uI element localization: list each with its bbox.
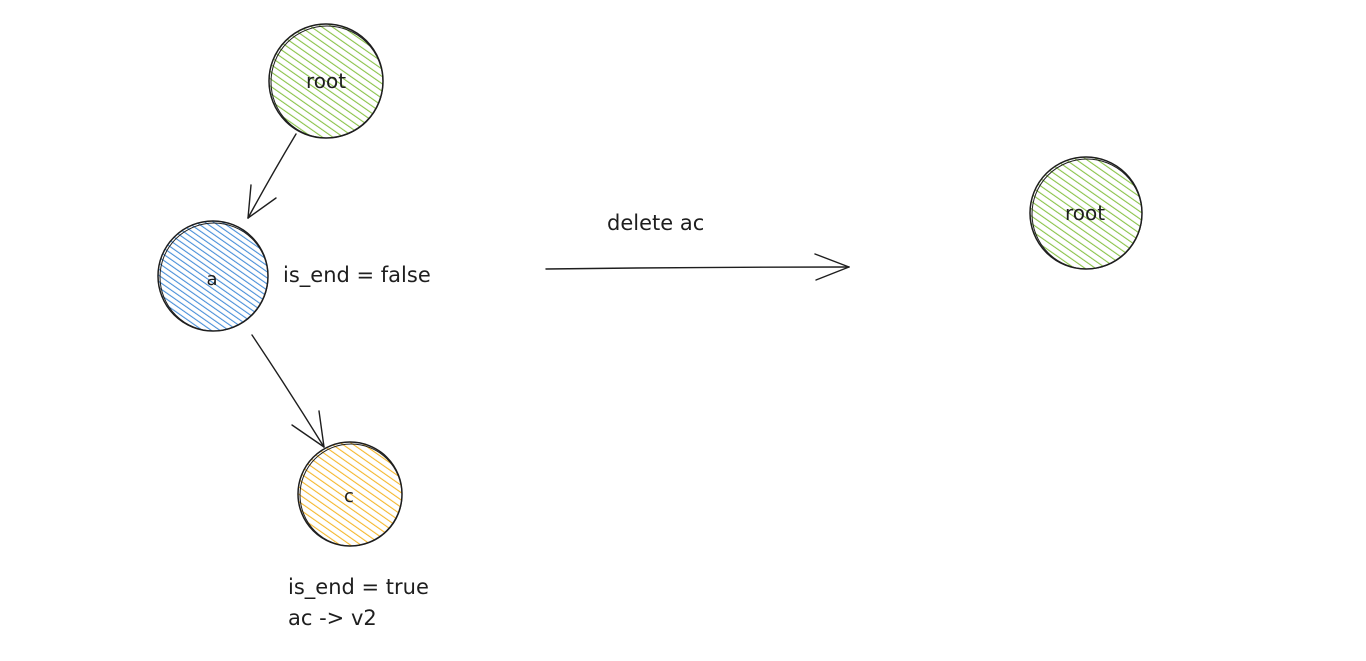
- edge-a-to-c: [251, 334, 325, 448]
- node-c: c: [297, 441, 403, 547]
- root-node-left-label: root: [306, 69, 346, 93]
- transition-arrow: [545, 253, 850, 281]
- node-a-is-end-label: is_end = false: [283, 263, 431, 287]
- root-node-right-label: root: [1065, 201, 1105, 225]
- node-a-label: a: [206, 269, 217, 290]
- node-a: a: [157, 220, 269, 332]
- node-c-label: c: [344, 486, 354, 507]
- root-node-left: root: [268, 23, 384, 139]
- node-c-is-end-label: is_end = true: [288, 575, 429, 599]
- edge-root-to-a: [247, 133, 297, 219]
- root-node-right: root: [1029, 156, 1143, 270]
- operation-label: delete ac: [607, 211, 705, 235]
- node-c-value-label: ac -> v2: [288, 606, 377, 630]
